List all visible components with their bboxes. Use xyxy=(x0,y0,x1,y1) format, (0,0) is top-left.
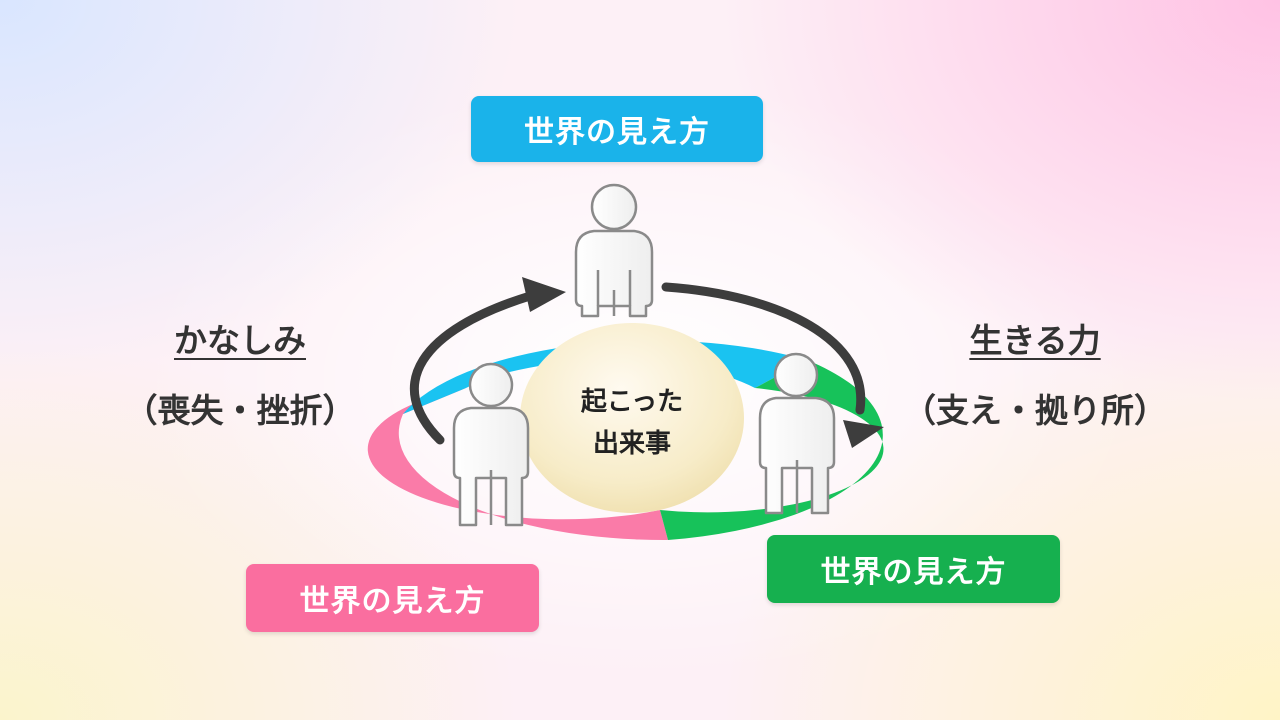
worldview-box-green: 世界の見え方 xyxy=(767,535,1060,603)
center-event: 起こった 出来事 xyxy=(520,323,744,513)
sorrow-title: かなしみ xyxy=(174,321,306,360)
worldview-box-pink: 世界の見え方 xyxy=(246,564,539,632)
arrow-right-head xyxy=(843,420,884,448)
worldview-box-blue: 世界の見え方 xyxy=(471,96,763,162)
arrow-left-head xyxy=(522,277,566,312)
ring-segment-pink xyxy=(367,388,668,541)
center-line2: 出来事 xyxy=(593,429,671,459)
vitality-title: 生きる力 xyxy=(969,321,1101,360)
person-right xyxy=(758,352,836,515)
arrow-left-arc xyxy=(409,291,535,445)
center-line1: 起こった xyxy=(581,387,683,417)
ring-segment-green xyxy=(660,360,884,540)
vitality-subtitle: （支え・拠り所） xyxy=(903,391,1167,430)
person-top xyxy=(574,183,654,318)
arrow-right-arc xyxy=(661,282,866,415)
person-icon xyxy=(452,183,836,527)
person-left xyxy=(452,362,530,527)
sorrow-subtitle: （喪失・挫折） xyxy=(124,391,356,430)
cycle-arrow-icon xyxy=(409,282,866,445)
